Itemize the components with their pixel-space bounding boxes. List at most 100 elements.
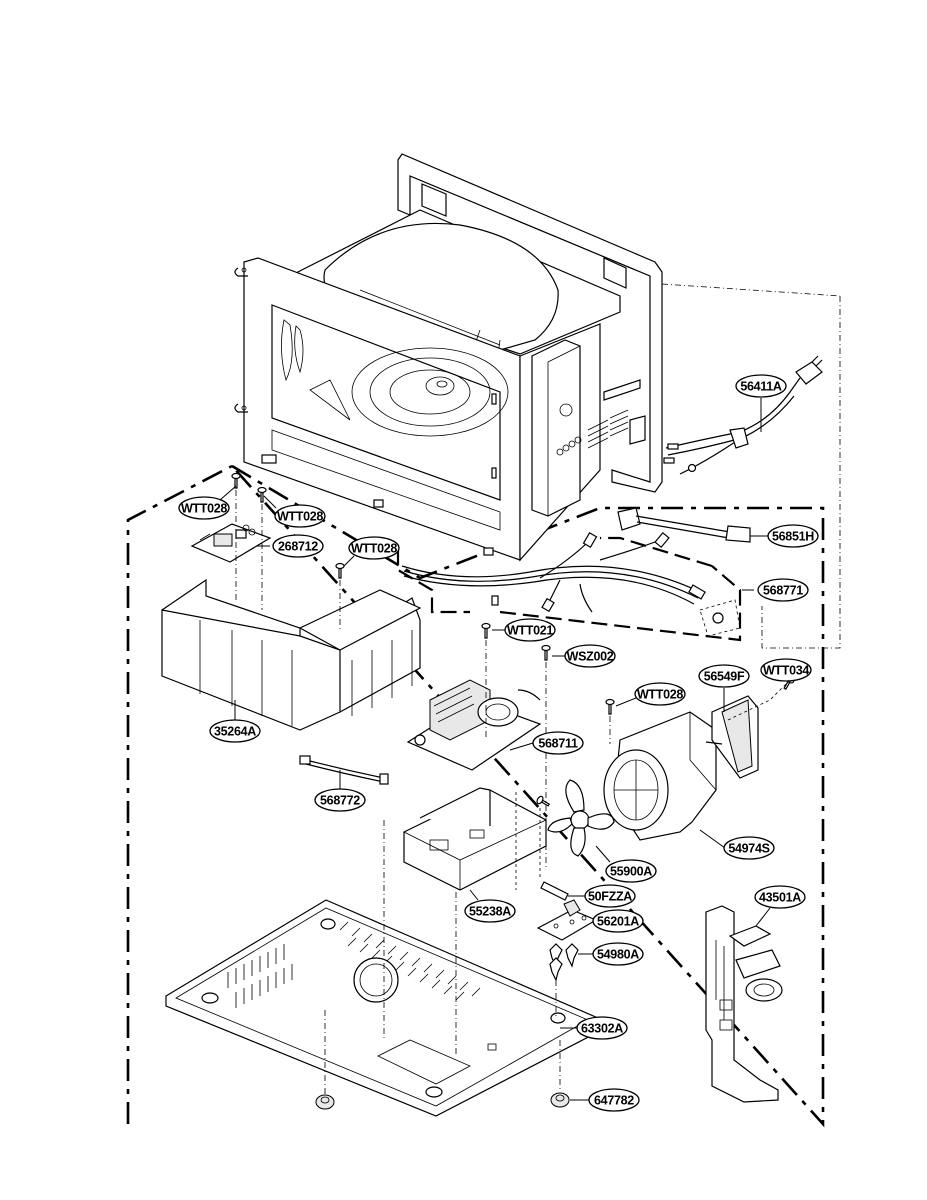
callout-bubble bbox=[564, 644, 616, 668]
callout-bubble bbox=[723, 836, 775, 860]
leader-line bbox=[509, 742, 534, 751]
callout-bubble bbox=[592, 909, 644, 933]
leader-line bbox=[469, 889, 479, 901]
callout-screw: WTT021 bbox=[492, 618, 556, 642]
fan-motor-part bbox=[705, 695, 759, 779]
callout-screw: WSZ002 bbox=[552, 644, 616, 668]
callout-bubble bbox=[178, 496, 230, 520]
screw-icon bbox=[335, 562, 345, 579]
noise-filter-board-part bbox=[536, 899, 598, 941]
callout-bubble bbox=[532, 731, 584, 755]
board-spacer-part bbox=[549, 943, 579, 982]
latch-board-part bbox=[705, 905, 783, 1103]
callout-board-spacer: 54980A bbox=[578, 942, 644, 966]
connector-lead-part bbox=[617, 507, 751, 543]
callout-screw: WTT028 bbox=[178, 485, 237, 520]
callout-screw: WTT034 bbox=[760, 658, 812, 682]
base-plate-part bbox=[165, 899, 599, 1117]
callout-base-plate: 63302A bbox=[560, 1016, 628, 1040]
callout-screw: WTT028 bbox=[343, 536, 400, 567]
callout-inverter-bracket: 55238A bbox=[464, 889, 516, 923]
callout-inverter-board: 568711 bbox=[509, 731, 584, 755]
callout-power-cord: 56411A bbox=[735, 374, 787, 432]
callout-bubble bbox=[634, 682, 686, 706]
leader-line bbox=[263, 495, 277, 509]
screw-icon bbox=[257, 486, 267, 503]
callout-bubble bbox=[584, 884, 636, 908]
callout-bubble bbox=[504, 618, 556, 642]
part-number-label: 647782 bbox=[594, 1094, 634, 1108]
part-number-label: 56851H bbox=[772, 530, 814, 544]
callout-bubble bbox=[272, 534, 324, 558]
part-number-label: WTT021 bbox=[507, 624, 553, 638]
screw-icon bbox=[605, 698, 615, 715]
fan-blade-part bbox=[547, 779, 615, 857]
part-number-label: 568772 bbox=[320, 794, 360, 808]
callout-bubble bbox=[588, 1088, 640, 1112]
part-number-label: 43501A bbox=[759, 891, 801, 905]
inverter-bracket-part bbox=[403, 787, 547, 891]
leader-line bbox=[343, 555, 355, 567]
callout-bubble bbox=[767, 524, 819, 548]
part-number-label: 56201A bbox=[597, 915, 639, 929]
callout-bubble bbox=[274, 504, 326, 528]
part-number-label: 568771 bbox=[763, 584, 803, 598]
screw-icon bbox=[536, 795, 550, 807]
part-number-label: 55238A bbox=[469, 905, 511, 919]
part-number-label: 56411A bbox=[740, 380, 782, 394]
callout-bubble bbox=[314, 788, 366, 812]
part-number-label: WTT028 bbox=[351, 542, 397, 556]
pcb-assembly-part bbox=[190, 523, 272, 563]
part-number-label: 55900A bbox=[610, 865, 652, 879]
inverter-board-part bbox=[406, 679, 542, 771]
callout-wire-harness: 568771 bbox=[742, 578, 809, 602]
air-guide-part bbox=[161, 578, 422, 731]
callout-bubble bbox=[757, 578, 809, 602]
leader-line bbox=[219, 485, 237, 501]
callout-bubble bbox=[754, 885, 806, 909]
callout-fan-blade: 55900A bbox=[595, 845, 657, 883]
assembly-group-border bbox=[126, 464, 825, 1128]
part-number-label: 54980A bbox=[597, 948, 639, 962]
callout-bubble bbox=[698, 664, 750, 688]
part-number-label: WSZ002 bbox=[567, 650, 614, 664]
screw-icon bbox=[231, 472, 241, 489]
callout-screw: WTT028 bbox=[263, 495, 326, 528]
callout-air-guide: 35264A bbox=[209, 700, 261, 743]
oven-cavity-assembly bbox=[234, 153, 663, 562]
wire-lead-part bbox=[299, 755, 389, 785]
part-number-label: 63302A bbox=[581, 1022, 623, 1036]
leader-line bbox=[595, 845, 611, 863]
screw-icon bbox=[481, 622, 491, 639]
part-number-label: 54974S bbox=[728, 842, 769, 856]
callout-bubble bbox=[735, 374, 787, 398]
callout-connector-lead: 56851H bbox=[750, 524, 819, 548]
screw-icon bbox=[541, 644, 551, 661]
part-number-label: 56549F bbox=[704, 670, 745, 684]
callout-latch-board: 43501A bbox=[754, 885, 806, 927]
fan-shroud-part bbox=[603, 711, 717, 841]
leader-line bbox=[615, 697, 637, 707]
leader-line bbox=[755, 907, 771, 927]
wire-harness-part bbox=[401, 531, 741, 637]
callout-noise-filter-board: 56201A bbox=[592, 909, 644, 933]
callout-bubble bbox=[576, 1016, 628, 1040]
callout-wire-lead: 568772 bbox=[314, 770, 366, 812]
part-number-label: WTT028 bbox=[277, 510, 323, 524]
part-number-label: WTT028 bbox=[637, 688, 683, 702]
callout-foot: 647782 bbox=[570, 1088, 640, 1112]
callout-bubble bbox=[760, 658, 812, 682]
callout-pcb-assembly: 268712 bbox=[256, 534, 324, 558]
assembly-guide-lines bbox=[235, 283, 841, 1094]
part-number-label: 35264A bbox=[214, 725, 256, 739]
callout-bubble bbox=[605, 859, 657, 883]
callout-fan-shroud: 54974S bbox=[699, 829, 775, 860]
part-number-label: 268712 bbox=[278, 540, 318, 554]
foot-part bbox=[315, 1092, 570, 1110]
callout-bubble bbox=[464, 899, 516, 923]
power-cord-part bbox=[663, 355, 823, 475]
harness-group-border bbox=[396, 536, 742, 642]
callout-screw: WTT028 bbox=[615, 682, 686, 707]
